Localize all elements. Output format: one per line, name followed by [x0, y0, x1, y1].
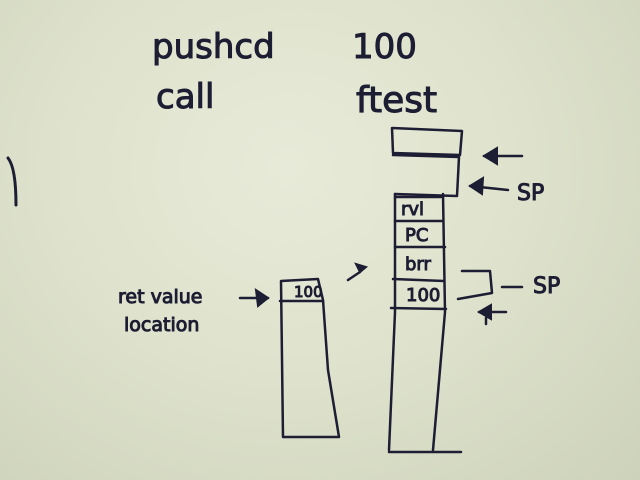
- stack-cell-100: 100: [406, 285, 440, 306]
- operand-100: 100: [352, 27, 417, 67]
- stack-column: [387, 126, 464, 454]
- arrowhead-icon: [477, 303, 492, 321]
- ret-value-label: ret value: [118, 286, 202, 308]
- stack-cell-pc: PC: [405, 225, 428, 246]
- sp-upper-label: SP: [517, 181, 544, 206]
- instruction-call: call: [156, 77, 214, 117]
- arrowhead-icon: [254, 287, 270, 308]
- tick-arrow: [346, 270, 362, 282]
- instruction-pushcd: pushcd: [152, 27, 275, 67]
- caller-frame: 100: [278, 277, 341, 439]
- arrowhead-icon: [468, 176, 485, 196]
- arrowhead-icon: [482, 146, 498, 166]
- stack-cell-rvl: rvl: [401, 199, 424, 220]
- operand-ftest: ftest: [356, 80, 437, 121]
- sp-lower-arrow: [456, 269, 494, 301]
- edge-stroke: [6, 156, 18, 207]
- location-label: location: [124, 314, 199, 336]
- sp-lower-label: SP: [533, 274, 560, 299]
- arrowhead-icon: [354, 262, 369, 274]
- stack-cell-brr: brr: [405, 254, 432, 275]
- ret-slot-value: 100: [294, 283, 323, 301]
